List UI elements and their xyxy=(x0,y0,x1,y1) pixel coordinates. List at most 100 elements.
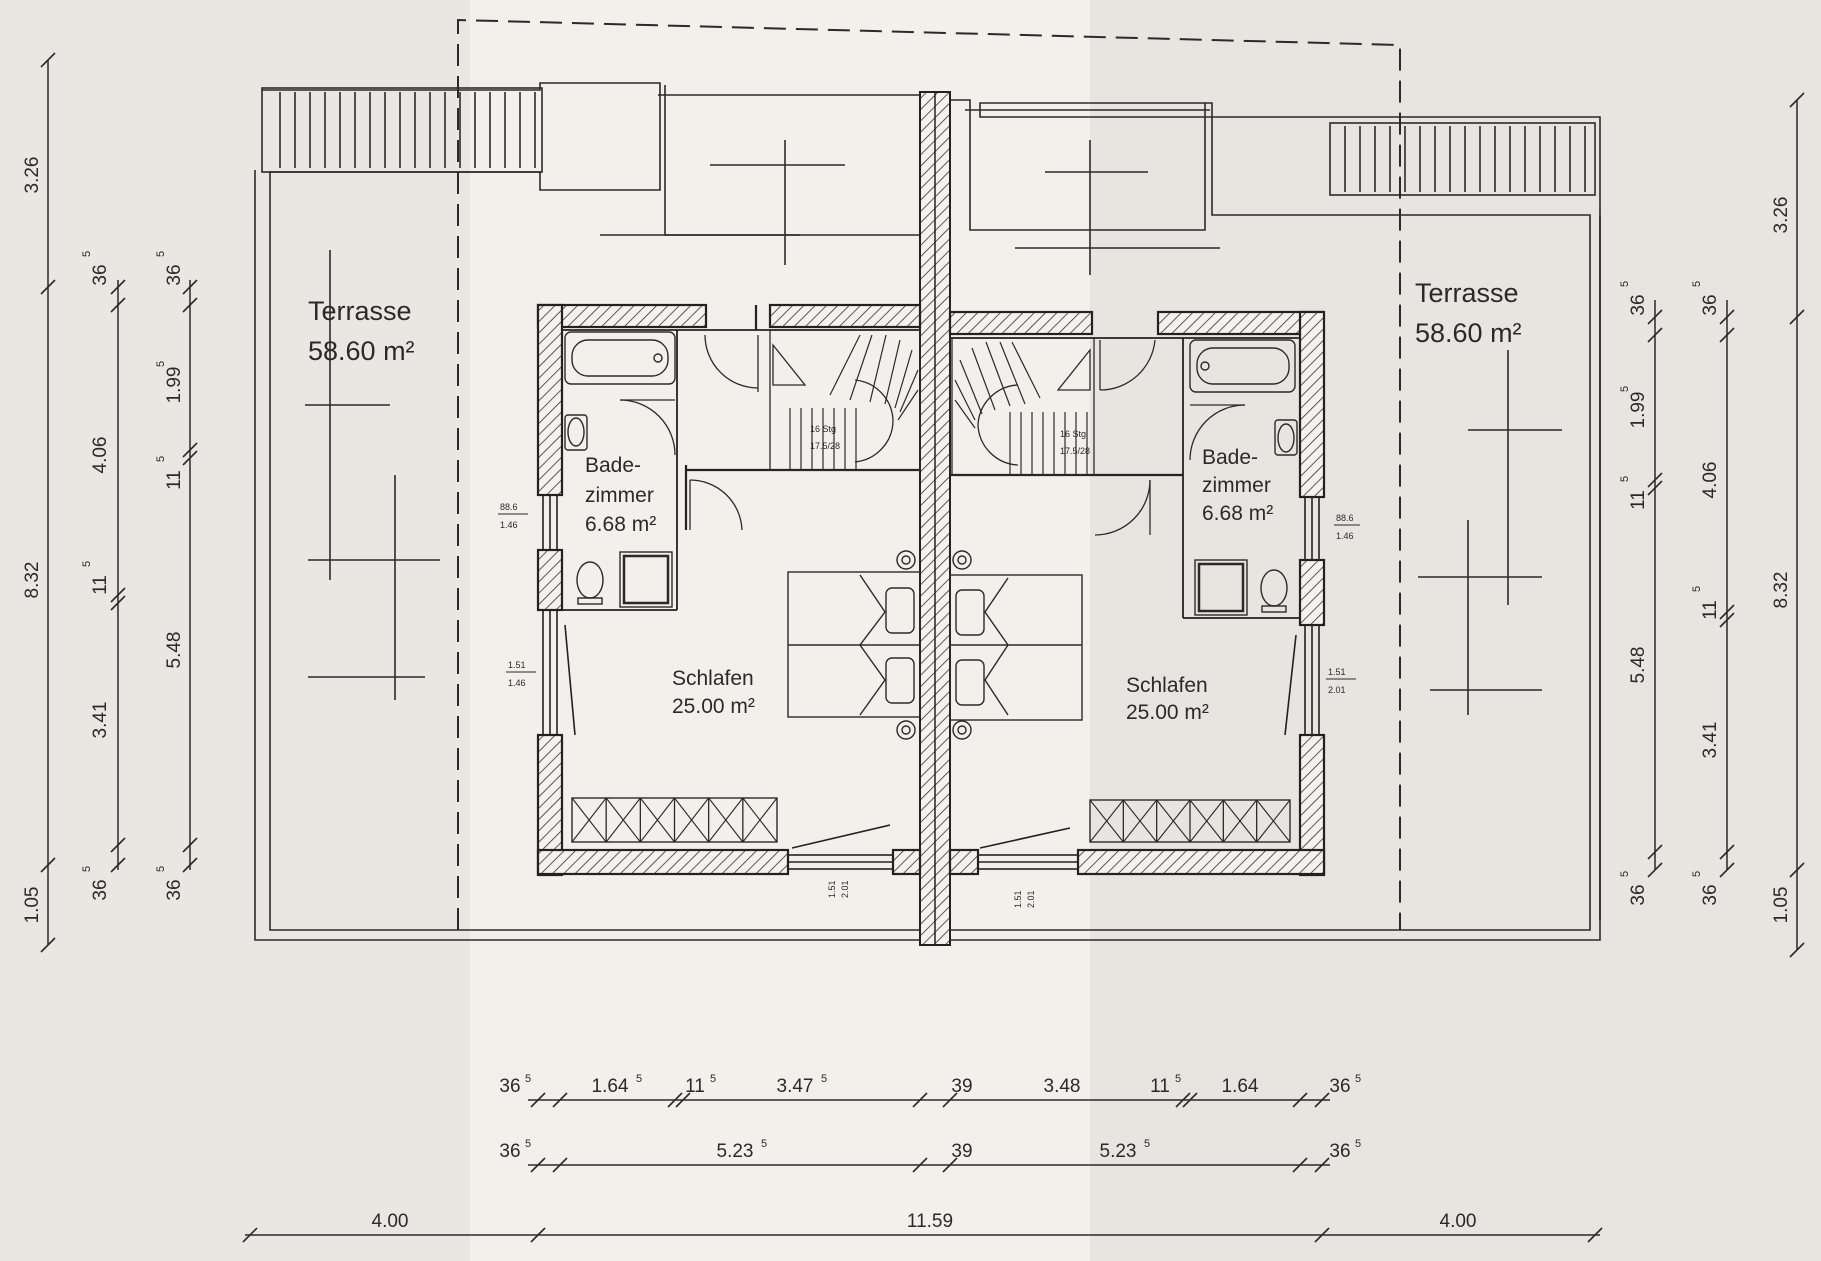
stair-left-steps: 16 Stg xyxy=(810,424,836,434)
dimension-tick xyxy=(182,297,198,313)
dimension-superscript: 5 xyxy=(1144,1138,1150,1150)
dimension-value: 36 xyxy=(1700,884,1721,905)
dimension-value: 5.23 xyxy=(1100,1141,1137,1162)
bath-left-line1: Bade- xyxy=(585,454,641,477)
stair-tread xyxy=(829,334,861,396)
dimension-superscript: 5 xyxy=(636,1073,642,1085)
dimension-superscript: 5 xyxy=(155,456,167,462)
dimension-superscript: 5 xyxy=(155,361,167,367)
stair-tread xyxy=(954,379,976,421)
dimension-tick xyxy=(1292,1157,1308,1173)
dimension-value: 3.48 xyxy=(1044,1076,1081,1097)
bath-right-line2: zimmer xyxy=(1202,474,1271,497)
dimension-tick xyxy=(1647,472,1663,488)
party-wall xyxy=(919,91,951,946)
dimension-value: 11 xyxy=(90,575,111,595)
bath-left-area: 6.68 m² xyxy=(585,513,656,536)
dimension-tick xyxy=(1314,1157,1330,1173)
window-label: 1.51 xyxy=(1013,890,1023,908)
dimension-value: 36 xyxy=(499,1141,520,1162)
dimension-value: 1.99 xyxy=(164,367,185,404)
dimension-superscript: 5 xyxy=(1619,871,1631,877)
dimension-value: 11 xyxy=(164,470,185,490)
dimension-value: 1.05 xyxy=(1771,887,1792,924)
dimension-value: 39 xyxy=(951,1076,972,1097)
dimension-tick xyxy=(1587,1227,1603,1243)
room-labels: Terrasse 58.60 m² Terrasse 58.60 m² Bade… xyxy=(308,278,1522,724)
dimension-superscript: 5 xyxy=(710,1073,716,1085)
dimension-superscript: 5 xyxy=(1355,1138,1361,1150)
window-label: 1.51 xyxy=(827,880,837,898)
railing-left xyxy=(261,87,543,173)
dimension-tick xyxy=(1647,862,1663,878)
dimension-tick xyxy=(552,1157,568,1173)
dimension-tick xyxy=(675,1092,691,1108)
dimension-value: 11.59 xyxy=(907,1211,953,1232)
dimension-value: 36 xyxy=(1628,884,1649,905)
dimension-value: 36 xyxy=(1329,1141,1350,1162)
dimension-tick xyxy=(182,450,198,466)
terrace-right-area: 58.60 m² xyxy=(1415,318,1522,348)
dimension-tick xyxy=(110,837,126,853)
window-label: 1.46 xyxy=(508,678,526,688)
dimension-value: 4.00 xyxy=(372,1211,409,1232)
wardrobe-cross xyxy=(1222,799,1258,843)
stair-tread xyxy=(897,389,919,421)
wardrobe-cross xyxy=(1189,799,1224,843)
wardrobe-cross xyxy=(742,797,778,843)
stair-tread xyxy=(971,347,996,411)
dimension-value: 5.48 xyxy=(164,632,185,669)
bath-right-area: 6.68 m² xyxy=(1202,502,1273,525)
dimension-superscript: 5 xyxy=(525,1073,531,1085)
dimension-superscript: 5 xyxy=(1691,281,1703,287)
dimension-value: 4.00 xyxy=(1440,1211,1477,1232)
dimension-value: 3.26 xyxy=(1771,197,1792,234)
stair-tread xyxy=(869,334,887,403)
stair-tread xyxy=(985,341,1011,407)
dimension-tick xyxy=(40,857,56,873)
wardrobe-cross xyxy=(605,797,641,843)
dimension-superscript: 5 xyxy=(1619,281,1631,287)
bedroom-left-name: Schlafen xyxy=(672,667,754,690)
dimension-tick xyxy=(110,857,126,873)
bedroom-right-area: 25.00 m² xyxy=(1126,701,1209,724)
dimension-value: 39 xyxy=(951,1141,972,1162)
wardrobe-cross xyxy=(708,797,744,843)
window-label: 1.51 xyxy=(1328,667,1346,677)
dimension-value: 1.05 xyxy=(22,887,43,924)
window-label: 88.6 xyxy=(1336,513,1354,523)
dimension-tick xyxy=(110,297,126,313)
dimension-tick xyxy=(552,1092,568,1108)
dimension-tick xyxy=(1789,309,1805,325)
dimension-value: 36 xyxy=(164,264,185,285)
dimension-superscript: 5 xyxy=(81,866,93,872)
staircase-left xyxy=(769,329,921,471)
bath-fixtures-right xyxy=(1189,339,1298,616)
dimension-superscript: 5 xyxy=(761,1138,767,1150)
dimension-tick xyxy=(1647,309,1663,325)
dimension-tick xyxy=(182,442,198,458)
dimension-value: 1.64 xyxy=(1222,1076,1259,1097)
dimension-tick xyxy=(912,1092,928,1108)
dimension-tick xyxy=(942,1092,958,1108)
stair-right-ratio: 17.5/28 xyxy=(1060,446,1090,456)
dimension-value: 1.64 xyxy=(592,1076,629,1097)
dimension-superscript: 5 xyxy=(81,251,93,257)
window-label: 1.46 xyxy=(500,520,518,530)
dimension-tick xyxy=(1647,480,1663,496)
terrace-cross-symbols xyxy=(305,140,1562,715)
dimension-value: 3.26 xyxy=(22,157,43,194)
dimension-value: 36 xyxy=(499,1076,520,1097)
dimension-tick xyxy=(1719,604,1735,620)
window-label: 2.01 xyxy=(1328,685,1346,695)
wardrobe-cross xyxy=(674,797,710,843)
dimension-superscript: 5 xyxy=(155,251,167,257)
dimension-tick xyxy=(182,857,198,873)
dimension-value: 5.48 xyxy=(1628,647,1649,684)
dimension-superscript: 5 xyxy=(1691,871,1703,877)
dimension-value: 36 xyxy=(1628,294,1649,315)
dimension-tick xyxy=(912,1157,928,1173)
railing-right xyxy=(1329,122,1596,196)
